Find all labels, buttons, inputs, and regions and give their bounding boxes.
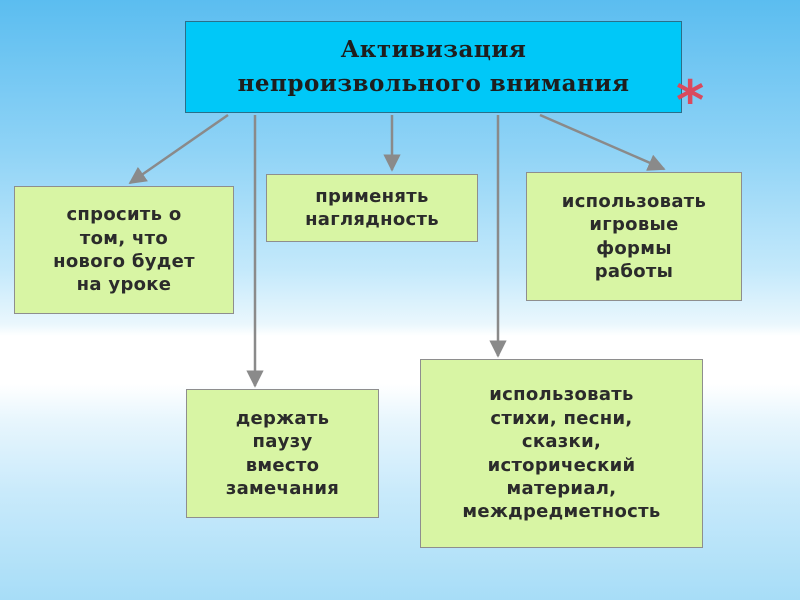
- node-use-game-forms: использовать игровые формы работы: [526, 172, 742, 301]
- asterisk-decoration: *: [676, 69, 705, 132]
- connector-ask: [128, 113, 229, 185]
- node-hold-pause: держать паузу вместо замечания: [186, 389, 379, 518]
- root-node: Активизация непроизвольного внимания: [185, 21, 682, 113]
- node-use-poems-songs: использовать стихи, песни, сказки, истор…: [420, 359, 703, 548]
- connector-game: [539, 113, 666, 171]
- node-ask-about-lesson: спросить о том, что нового будет на урок…: [14, 186, 234, 314]
- node-use-visuals: применять наглядность: [266, 174, 478, 242]
